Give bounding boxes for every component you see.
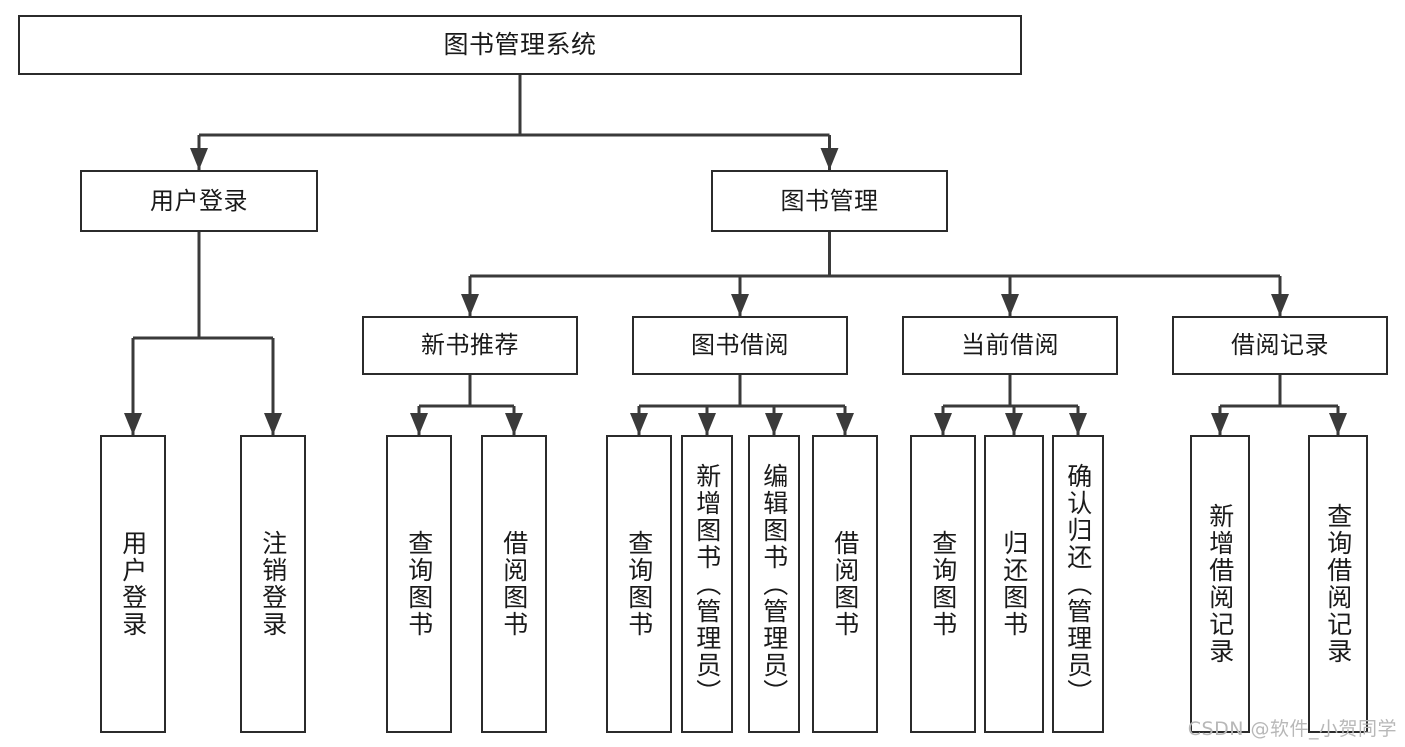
- node-label: 新增图书（管理员）: [692, 462, 722, 706]
- node-borrow-record[interactable]: 借阅记录: [1172, 316, 1388, 375]
- node-label: 图书借阅: [691, 331, 789, 360]
- node-label: 借阅记录: [1231, 331, 1329, 360]
- node-root[interactable]: 图书管理系统: [18, 15, 1022, 75]
- node-leaf-borrow-book-1[interactable]: 借阅图书: [481, 435, 547, 733]
- node-label: 图书管理系统: [443, 30, 597, 60]
- node-label: 借阅图书: [499, 530, 529, 638]
- node-label: 用户登录: [150, 186, 248, 215]
- node-label: 查询借阅记录: [1323, 503, 1353, 665]
- node-label: 注销登录: [258, 530, 288, 638]
- node-leaf-user-login[interactable]: 用户登录: [100, 435, 166, 733]
- node-leaf-edit-book[interactable]: 编辑图书（管理员）: [748, 435, 800, 733]
- node-leaf-query-book-1[interactable]: 查询图书: [386, 435, 452, 733]
- node-label: 查询图书: [404, 530, 434, 638]
- node-label: 当前借阅: [961, 331, 1059, 360]
- node-label: 查询图书: [624, 530, 654, 638]
- node-label: 确认归还（管理员）: [1063, 462, 1093, 706]
- node-new-book-recommend[interactable]: 新书推荐: [362, 316, 578, 375]
- node-label: 新书推荐: [421, 331, 519, 360]
- node-label: 归还图书: [999, 530, 1029, 638]
- node-label: 新增借阅记录: [1205, 503, 1235, 665]
- node-label: 图书管理: [780, 186, 879, 215]
- node-book-borrow[interactable]: 图书借阅: [632, 316, 848, 375]
- node-current-borrow[interactable]: 当前借阅: [902, 316, 1118, 375]
- node-leaf-add-book[interactable]: 新增图书（管理员）: [681, 435, 733, 733]
- node-leaf-query-record[interactable]: 查询借阅记录: [1308, 435, 1368, 733]
- node-leaf-logout[interactable]: 注销登录: [240, 435, 306, 733]
- node-book-manage[interactable]: 图书管理: [711, 170, 948, 232]
- watermark-text: CSDN @软件_小贺同学: [1187, 718, 1397, 740]
- node-leaf-return-book[interactable]: 归还图书: [984, 435, 1044, 733]
- node-leaf-add-record[interactable]: 新增借阅记录: [1190, 435, 1250, 733]
- node-label: 用户登录: [118, 530, 148, 638]
- node-label: 查询图书: [928, 530, 958, 638]
- node-user-login[interactable]: 用户登录: [80, 170, 318, 232]
- node-leaf-query-book-2[interactable]: 查询图书: [606, 435, 672, 733]
- node-leaf-confirm-return[interactable]: 确认归还（管理员）: [1052, 435, 1104, 733]
- node-leaf-borrow-book-2[interactable]: 借阅图书: [812, 435, 878, 733]
- node-label: 借阅图书: [830, 530, 860, 638]
- node-leaf-query-book-3[interactable]: 查询图书: [910, 435, 976, 733]
- node-label: 编辑图书（管理员）: [759, 462, 789, 706]
